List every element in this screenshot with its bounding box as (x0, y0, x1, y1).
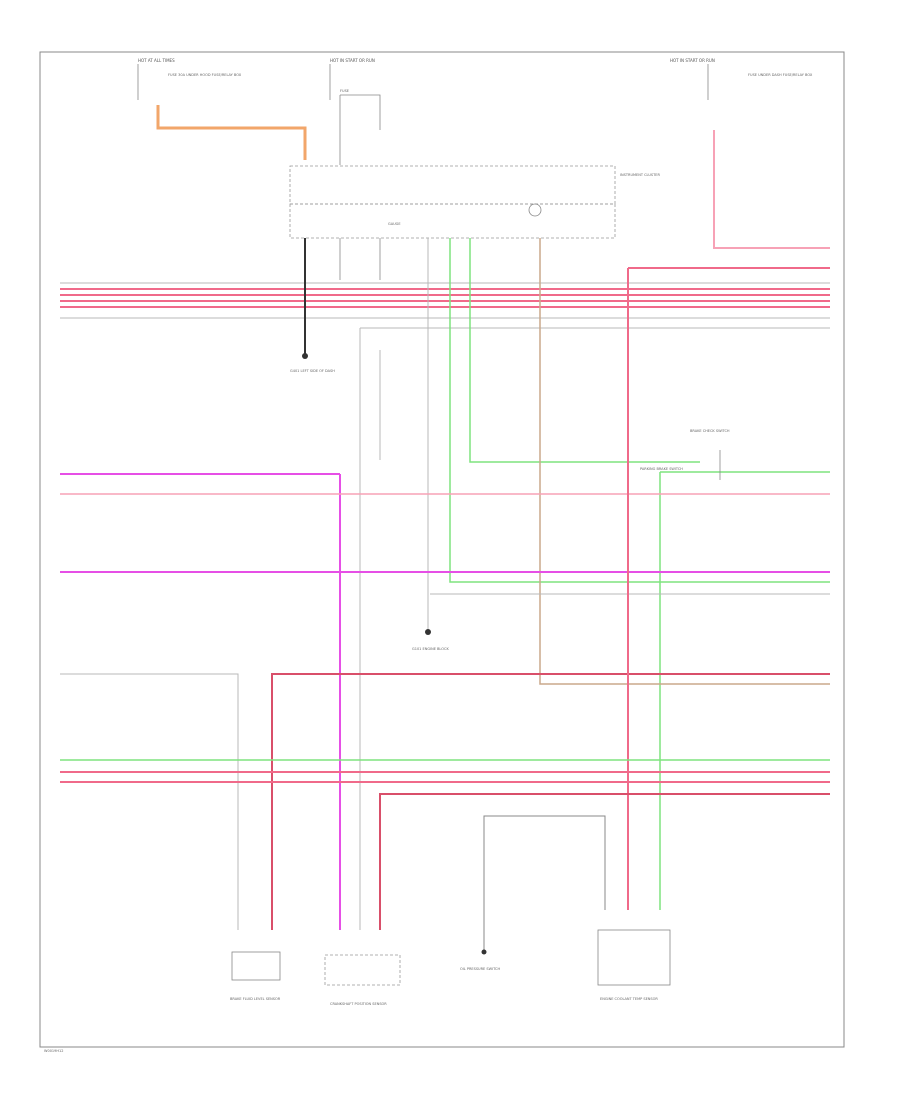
sensor1-box (231, 951, 281, 981)
fuse-block-right: FUSE UNDER DASH FUSE/RELAY BOX (748, 73, 813, 77)
ground-left-icon (302, 353, 308, 359)
cluster-label: INSTRUMENT CLUSTER (620, 173, 660, 177)
sensor3-icon (481, 949, 487, 955)
diagram-frame (39, 51, 845, 1048)
fuse-block-center: FUSE (340, 89, 349, 93)
ground-left-label: G401 LEFT SIDE OF DASH (290, 369, 335, 373)
wire-green-2 (469, 238, 700, 463)
cluster-box-lower (289, 203, 616, 239)
ground-center-label: G101 ENGINE BLOCK (412, 647, 449, 651)
wire-right-pink-feed (713, 130, 830, 249)
sensor2-box (324, 954, 401, 986)
wire-center-feed (340, 94, 381, 130)
sensor4-label: ENGINE COOLANT TEMP SENSOR (600, 997, 658, 1001)
wire-orange-feed (156, 105, 307, 160)
wire-gray-left (60, 673, 239, 930)
parking-brake-label: PARKING BRAKE SWITCH (640, 467, 683, 471)
wire-tan (539, 238, 830, 685)
brake-switch-label: BRAKE CHECK SWITCH (690, 429, 730, 433)
wire-red-lower-1 (271, 673, 830, 930)
sensor2-label: CRANKSHAFT POSITION SENSOR (330, 1002, 387, 1006)
wire-sensor3-feed (483, 815, 606, 950)
ground-center-icon (425, 629, 431, 635)
sensor3-label: OIL PRESSURE SWITCH (460, 967, 500, 971)
top-label-center: HOT IN START OR RUN (330, 58, 375, 63)
wire-b-red (379, 793, 830, 930)
wire-green-1 (449, 238, 830, 583)
cluster-box-upper (289, 165, 616, 205)
top-label-right: HOT IN START OR RUN (670, 58, 715, 63)
footer-code: W0019H12 (44, 1049, 63, 1053)
sensor1-label: BRAKE FLUID LEVEL SENSOR (230, 997, 281, 1001)
cluster-indicator-icon (528, 203, 542, 217)
cluster-sub-label: GAUGE (388, 222, 401, 226)
top-label-left: HOT AT ALL TIMES (138, 58, 175, 63)
fuse-block-left: FUSE 30A UNDER HOOD FUSE/RELAY BOX (168, 73, 242, 77)
sensor4-box (597, 929, 671, 986)
